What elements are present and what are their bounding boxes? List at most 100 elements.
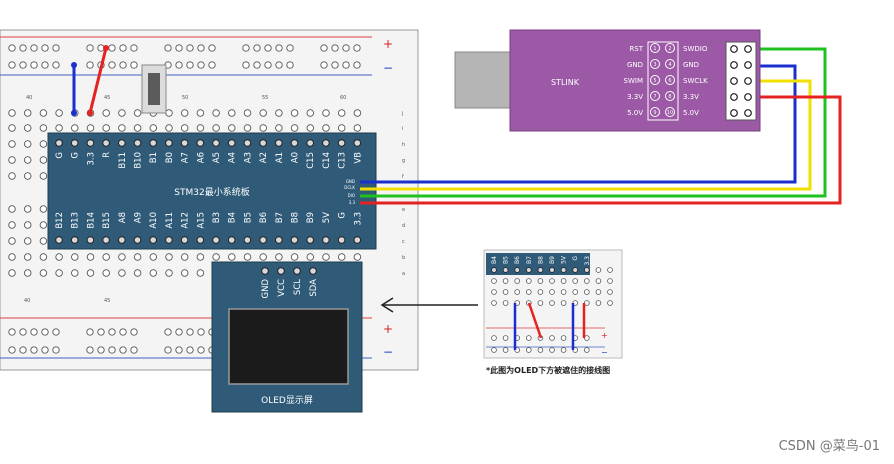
rail-hole (253, 44, 261, 52)
stm32-bottom-pin-label: B14 (86, 212, 96, 229)
stlink-pin-circle (650, 59, 660, 69)
stlink-pin-number: 8 (668, 94, 671, 100)
stm32-top-pin-label: B11 (118, 152, 128, 169)
side-label-dio: DIO (348, 193, 355, 198)
push-button (141, 64, 167, 114)
stm32-top-pin-label: A6 (196, 152, 206, 163)
stm32-pin (165, 236, 173, 244)
stm32-bottom-pin-label: A15 (196, 212, 206, 229)
rail-hole (119, 44, 127, 52)
inset-rail-hole (525, 347, 532, 353)
stm32-pin (290, 236, 299, 244)
breadboard-hole (118, 253, 126, 261)
stlink-right-pin-label: SWDIO (683, 45, 708, 53)
stm32-top-pin-label: A2 (259, 152, 269, 163)
stm32-pin (196, 236, 205, 244)
stm32-top-pin-label: A7 (181, 152, 191, 163)
breadboard-hole (149, 253, 158, 261)
col-number-50: 50 (182, 95, 188, 101)
stm32-pin (133, 139, 142, 147)
inset-pin-label: 3.3 (584, 256, 591, 266)
rail-hole (286, 61, 294, 69)
stlink-left-pin-label: RST (629, 45, 643, 53)
breadboard-hole (212, 253, 220, 261)
rail-hole (19, 44, 27, 52)
oled-pin (309, 267, 317, 275)
rail-hole (164, 44, 172, 52)
stlink-right-pin-label: SWCLK (683, 77, 708, 85)
breadboard-hole (102, 253, 110, 261)
breadboard-hole (39, 205, 48, 213)
stlink-pin-circle (665, 107, 675, 117)
rail-hole (30, 61, 38, 69)
inset-hole (572, 278, 578, 284)
stm32-top-pin-label: A1 (275, 152, 285, 163)
breadboard-hole (149, 124, 158, 132)
stlink-pin-number: 10 (667, 110, 673, 116)
stlink-header-hole (730, 45, 738, 53)
stm32-top-pin-label: A4 (228, 152, 238, 163)
col-number-40: 40 (26, 95, 32, 101)
stm32-bottom-pin-label: B7 (275, 212, 285, 223)
breadboard-hole (86, 124, 95, 132)
jumper-end (71, 110, 77, 116)
breadboard-hole (118, 124, 126, 132)
breadboard-hole (39, 109, 48, 117)
rail-hole (108, 61, 116, 69)
rail-hole (108, 44, 116, 52)
inset-hole (502, 289, 509, 295)
inset-pin-label: B7 (526, 256, 533, 264)
stm32-bottom-pin-label: B12 (55, 212, 65, 229)
stlink-header-hole (730, 77, 738, 85)
stm32-pin (337, 236, 346, 244)
stm32-top-pin-label: C15 (306, 152, 316, 169)
inset-caption: *此图为OLED下方被遮住的接线图 (486, 365, 610, 375)
jumper-end (87, 110, 93, 116)
stm32-top-pin-label: B0 (165, 152, 175, 163)
stm32-bottom-pin-label: A10 (149, 212, 159, 229)
wire-gnd-blue (360, 64, 797, 184)
breadboard-hole (353, 124, 362, 132)
breadboard-hole (275, 253, 283, 261)
breadboard-hole (337, 109, 346, 117)
stm32-top-pin-label: R (102, 152, 112, 158)
col-number-60: 60 (340, 95, 346, 101)
oled-pin-label: SCL (293, 279, 303, 295)
inset-rail-hole (549, 335, 555, 341)
rail-hole (8, 61, 16, 69)
stm32-pin (102, 139, 110, 147)
stm32-bottom-pin-label: B3 (212, 212, 222, 223)
breadboard-hole (23, 124, 32, 132)
oled-pin (293, 267, 301, 275)
stm32-pin (353, 236, 362, 244)
breadboard-hole (23, 172, 32, 180)
breadboard-hole (290, 124, 299, 132)
stm32-pin (227, 236, 236, 244)
stm32-pin (353, 139, 362, 147)
breadboard-hole (228, 253, 236, 261)
breadboard-hole (133, 269, 142, 277)
inset-hole (525, 278, 532, 284)
inset-pin (525, 267, 532, 273)
stm32-pin (118, 236, 126, 244)
rail-hole (353, 61, 361, 69)
inset-hole (502, 278, 509, 284)
breadboard-hole (118, 269, 126, 277)
rail-hole (264, 44, 272, 52)
rail-hole (320, 44, 328, 52)
stm32-top-pin-label: B10 (134, 152, 144, 169)
stlink-header-hole (744, 77, 752, 85)
rail-hole (41, 328, 49, 336)
breadboard-hole (180, 269, 189, 277)
stlink-header-hole (744, 61, 752, 69)
stm32-bottom-pin-label: A11 (165, 212, 175, 229)
inset-pin-label: B9 (549, 256, 556, 264)
side-label-gnd: GND (346, 179, 355, 184)
stm32-pin (55, 236, 63, 244)
stlink-pin-circle (650, 43, 660, 53)
stlink-pin-circle (665, 59, 675, 69)
inset-hole (595, 289, 602, 295)
stm32-bottom-pin-label: A8 (118, 212, 128, 223)
inset-pin-label: G (572, 256, 579, 261)
rail-hole (8, 346, 16, 354)
